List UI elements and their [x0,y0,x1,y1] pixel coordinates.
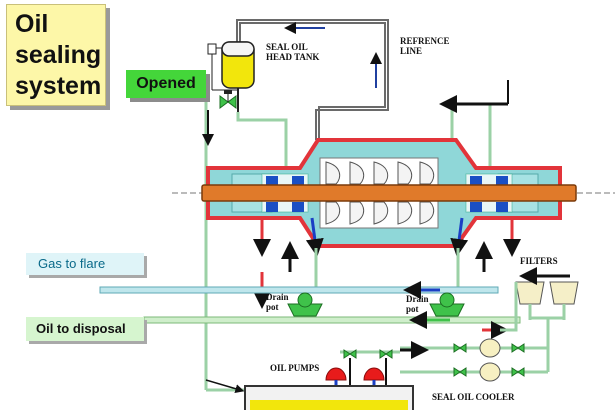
page-title: Oil sealing system [15,10,102,100]
flow-arrow-tank [205,379,245,394]
drain-pot-left-label: Drain pot [266,292,289,312]
title-box: Oil sealing system [6,4,106,106]
gas-flare-line [99,281,499,299]
oil-pumps-label: OIL PUMPS [270,363,320,373]
seal-flow-arrows [253,217,521,309]
gas-to-flare-label: Gas to flare [26,253,144,275]
seal-oil-cooler [400,338,550,382]
seal-oil-head-tank [207,41,255,91]
drain-pot-right-label: Drain pot [406,294,429,314]
oil-to-disposal-label: Oil to disposal [26,317,144,341]
drain-pot-right [429,292,465,317]
filters [515,267,579,346]
reference-line [236,19,389,140]
valve-status-opened: Opened [126,70,206,98]
compressor-shaft [201,184,577,202]
oil-supply-pipes [204,100,492,392]
filters-label: FILTERS [520,256,558,266]
seal-oil-cooler-label: SEAL OIL COOLER [432,392,515,402]
head-tank-label: SEAL OIL HEAD TANK [266,42,320,62]
oil-reservoir [244,385,414,410]
opened-valve [219,88,239,112]
oil-disposal-line [143,311,521,329]
drain-pot-left [287,292,323,317]
reference-line-label: REFRENCE LINE [400,36,450,56]
